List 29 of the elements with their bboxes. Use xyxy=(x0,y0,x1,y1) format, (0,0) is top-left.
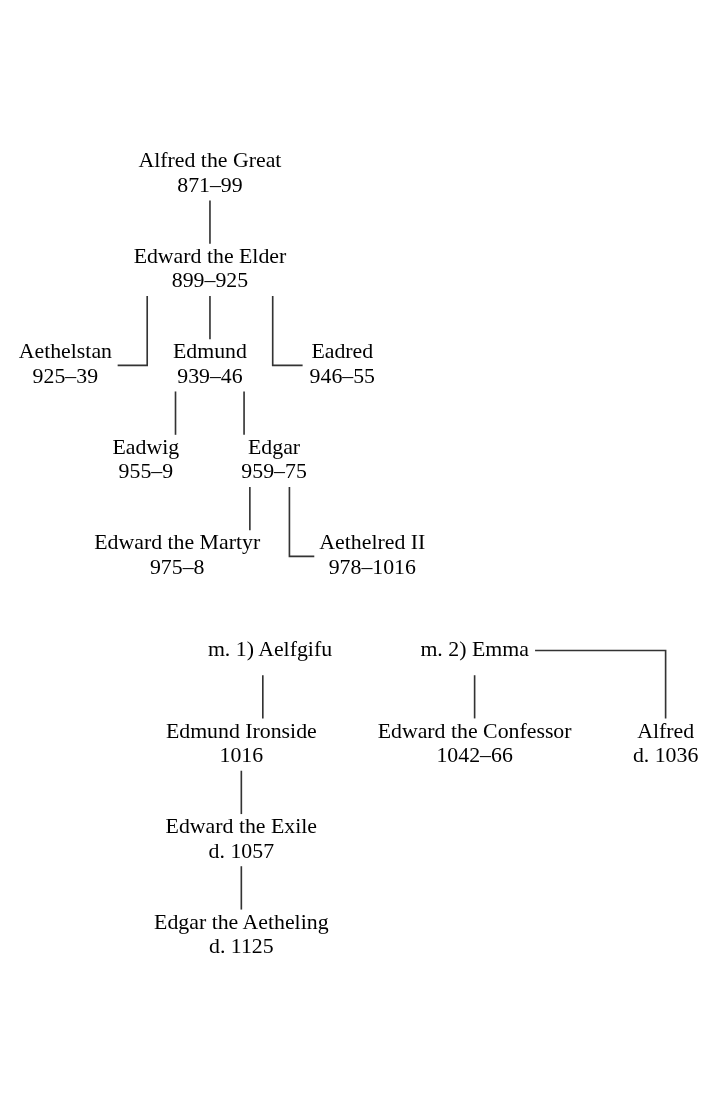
connector xyxy=(116,294,148,366)
node-text: m. 1) Aelfgifu xyxy=(207,636,333,661)
node-text: Aethelstan 925–39 xyxy=(18,338,112,388)
node-text: Eadwig 955–9 xyxy=(112,434,180,483)
node-text: Aethelred II 978–1016 xyxy=(319,529,426,579)
node-text: Edgar the Aetheling d. 1125 xyxy=(154,909,329,958)
node-text: Edmund 939–46 xyxy=(173,338,247,388)
node-text: Alfred the Great 871–99 xyxy=(138,147,282,197)
connector xyxy=(209,294,211,340)
node-text: Edward the Exile d. 1057 xyxy=(165,813,318,863)
node-text: Edgar 959–75 xyxy=(241,434,307,483)
connector xyxy=(534,649,667,719)
node-text: Edward the Martyr 975–8 xyxy=(94,529,261,579)
connector xyxy=(288,485,316,557)
connector xyxy=(209,199,211,245)
node-text: m. 2) Emma xyxy=(420,636,529,661)
connector xyxy=(240,864,243,910)
connector xyxy=(174,390,177,436)
node-text: Edward the Elder 899–925 xyxy=(133,243,287,292)
node-text: Edmund Ironside 1016 xyxy=(165,718,317,767)
connector xyxy=(249,485,251,531)
connector xyxy=(240,769,243,815)
connector xyxy=(262,673,264,719)
node-text: Alfred d. 1036 xyxy=(632,718,699,767)
node-text: Edward the Confessor 1042–66 xyxy=(377,718,572,767)
connector xyxy=(271,294,304,366)
connector xyxy=(243,390,245,436)
node-text: Eadred 946–55 xyxy=(309,338,376,388)
connector xyxy=(473,673,476,719)
